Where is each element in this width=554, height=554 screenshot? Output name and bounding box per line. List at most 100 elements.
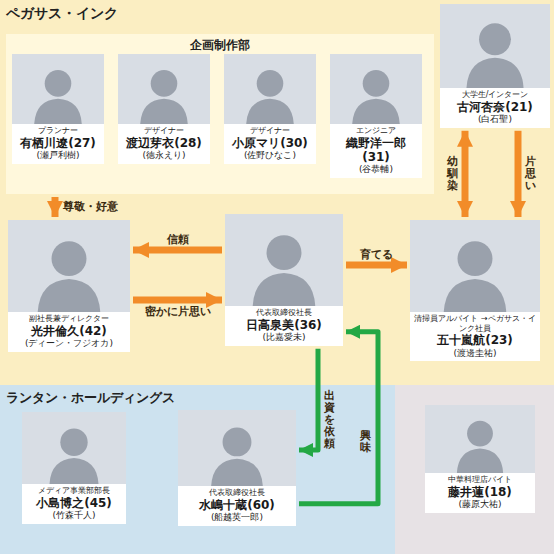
character-card: エンジニア織野洋一郎(31)(谷恭輔) [330,54,422,178]
edge-label: 興味 [360,430,371,454]
caption-panel: 副社長兼ディレクター光井倫久(42)(ディーン・フジオカ) [8,312,130,352]
relation-arrow [299,349,318,450]
photo-placeholder [12,54,104,124]
character-name: 小原マリ(30) [228,136,312,150]
portrait-silhouette [8,220,130,312]
role-text: デザイナー [228,126,312,136]
photo-placeholder [178,410,296,486]
caption-panel: エンジニア織野洋一郎(31)(谷恭輔) [330,124,422,178]
role-text: 大学生/インターン [444,90,546,100]
actor-name: (比嘉愛未) [229,332,339,343]
role-text: エンジニア [334,126,418,136]
character-name: 織野洋一郎(31) [334,136,418,165]
edge-label: 片思い [525,156,536,192]
actor-name: (白石聖) [444,114,546,125]
portrait-silhouette [410,220,540,312]
role-text: 清掃員アルバイト →ペガサス・インク社員 [414,314,536,333]
character-card: 代表取締役社長日高泉美(36)(比嘉愛未) [225,214,343,346]
edge-label: 信頼 [167,233,189,246]
character-name: 水嶋十蔵(60) [182,498,292,512]
character-card: プランナー有栖川遼(27)(瀬戸利樹) [12,54,104,164]
portrait-silhouette [12,54,104,124]
actor-name: (藤原大祐) [429,499,531,510]
portrait-silhouette [330,54,422,124]
actor-name: (瀬戸利樹) [16,150,100,161]
portrait-silhouette [440,4,550,88]
actor-name: (谷恭輔) [334,164,418,175]
relation-arrow [52,197,59,217]
relation-arrow [299,332,378,504]
character-card: 大学生/インターン古河杏奈(21)(白石聖) [440,4,550,128]
photo-placeholder [410,220,540,312]
photo-placeholder [22,412,126,484]
actor-name: (船越英一郎) [182,512,292,523]
portrait-silhouette [425,405,535,473]
role-text: 副社長兼ディレクター [12,314,126,324]
character-name: 藤井蓮(18) [429,485,531,499]
edge-label: 幼馴染 [447,156,458,192]
photo-placeholder [330,54,422,124]
photo-placeholder [425,405,535,473]
group-heading: ペガサス・インク [6,5,118,23]
caption-panel: デザイナー渡辺芽衣(28)(徳永えり) [118,124,210,164]
role-text: 中華料理店バイト [429,475,531,485]
actor-name: (徳永えり) [122,150,206,161]
character-card: 代表取締役社長水嶋十蔵(60)(船越英一郎) [178,410,296,526]
actor-name: (佐野ひなこ) [228,150,312,161]
photo-placeholder [440,4,550,88]
portrait-silhouette [224,54,316,124]
relation-arrow [133,247,222,254]
group-heading: ランタン・ホールディングス [6,389,175,407]
character-name: 古河杏奈(21) [444,100,546,114]
role-text: メディア事業部部長 [26,486,122,496]
character-name: 五十嵐航(23) [414,333,536,347]
character-name: 有栖川遼(27) [16,136,100,150]
edge-label: 出資を依頼 [324,390,335,450]
role-text: デザイナー [122,126,206,136]
edge-label: 密かに片思い [145,305,211,318]
role-text: 代表取締役社長 [229,308,339,318]
caption-panel: 清掃員アルバイト →ペガサス・インク社員五十嵐航(23)(渡邊圭祐) [410,312,540,361]
relation-arrow [515,131,522,217]
photo-placeholder [224,54,316,124]
role-text: 代表取締役社長 [182,488,292,498]
caption-panel: 代表取締役社長水嶋十蔵(60)(船越英一郎) [178,486,296,526]
portrait-silhouette [178,410,296,486]
character-card: デザイナー小原マリ(30)(佐野ひなこ) [224,54,316,164]
character-card: メディア事業部部長小島博之(45)(竹森千人) [22,412,126,524]
actor-name: (ディーン・フジオカ) [12,338,126,349]
edge-label: 育てる [360,248,393,261]
company-region: ペガサス・インク企画制作部プランナー有栖川遼(27)(瀬戸利樹)デザイナー渡辺芽… [0,0,554,385]
photo-placeholder [225,214,343,306]
portrait-silhouette [225,214,343,306]
caption-panel: 大学生/インターン古河杏奈(21)(白石聖) [440,88,550,128]
caption-panel: メディア事業部部長小島博之(45)(竹森千人) [22,484,126,524]
character-name: 渡辺芽衣(28) [122,136,206,150]
edge-label: 尊敬・好意 [63,200,118,213]
relation-arrow [346,262,407,269]
department-panel: 企画制作部プランナー有栖川遼(27)(瀬戸利樹)デザイナー渡辺芽衣(28)(徳永… [6,34,434,194]
actor-name: (竹森千人) [26,510,122,521]
portrait-silhouette [118,54,210,124]
group-heading: 企画制作部 [190,37,250,54]
character-card: 清掃員アルバイト →ペガサス・インク社員五十嵐航(23)(渡邊圭祐) [410,220,540,361]
character-card: デザイナー渡辺芽衣(28)(徳永えり) [118,54,210,164]
company-region: ランタン・ホールディングスメディア事業部部長小島博之(45)(竹森千人) 代表取締… [0,385,395,554]
relation-arrow [462,131,469,217]
character-name: 光井倫久(42) [12,324,126,338]
character-card: 副社長兼ディレクター光井倫久(42)(ディーン・フジオカ) [8,220,130,352]
caption-panel: デザイナー小原マリ(30)(佐野ひなこ) [224,124,316,164]
actor-name: (渡邊圭祐) [414,348,536,359]
caption-panel: 代表取締役社長日高泉美(36)(比嘉愛未) [225,306,343,346]
portrait-silhouette [22,412,126,484]
character-name: 日高泉美(36) [229,318,339,332]
character-name: 小島博之(45) [26,496,122,510]
caption-panel: 中華料理店バイト藤井蓮(18)(藤原大祐) [425,473,535,513]
photo-placeholder [118,54,210,124]
relation-arrow [133,297,222,304]
role-text: プランナー [16,126,100,136]
photo-placeholder [8,220,130,312]
character-card: 中華料理店バイト藤井蓮(18)(藤原大祐) [425,405,535,513]
grey-area [395,385,554,554]
caption-panel: プランナー有栖川遼(27)(瀬戸利樹) [12,124,104,164]
